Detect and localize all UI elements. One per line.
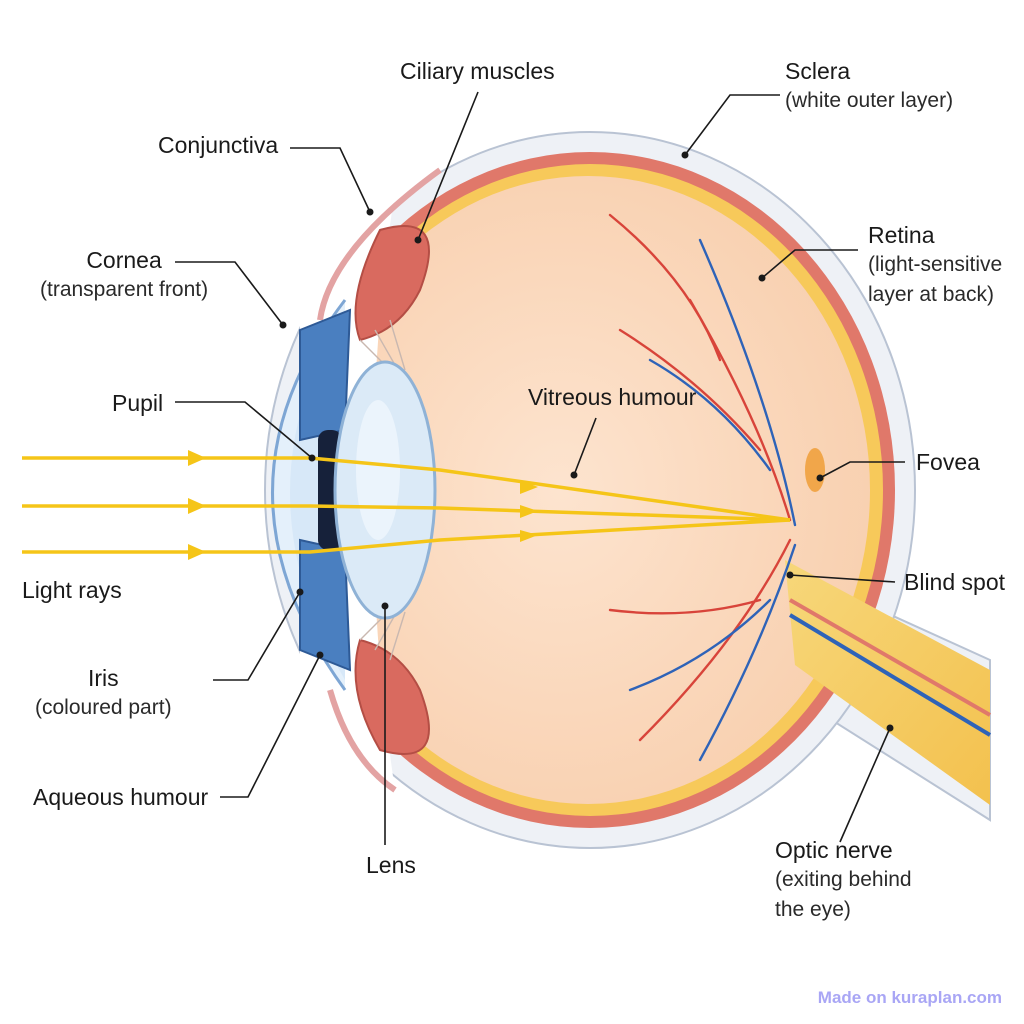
label-blind-spot: Blind spot xyxy=(904,567,1005,597)
label-optic-sub2: the eye) xyxy=(775,898,851,921)
label-optic-sub1: (exiting behind xyxy=(775,868,912,891)
label-pupil-title: Pupil xyxy=(112,390,164,416)
label-sclera: Sclera (white outer layer) xyxy=(785,56,953,116)
label-aqueous-title: Aqueous humour xyxy=(33,784,209,810)
light-ray-bottom xyxy=(22,518,791,554)
label-cornea-title: Cornea xyxy=(86,247,162,273)
label-blindspot-title: Blind spot xyxy=(904,569,1006,595)
label-lens-title: Lens xyxy=(366,852,416,878)
label-optic-nerve: Optic nerve (exiting behind the eye) xyxy=(775,835,912,925)
label-iris-title: Iris xyxy=(87,665,119,691)
retinal-artery xyxy=(608,213,792,742)
label-optic-title: Optic nerve xyxy=(775,837,893,863)
fovea-pit xyxy=(805,448,825,492)
label-aqueous-humour: Aqueous humour xyxy=(33,782,208,812)
light-ray-middle xyxy=(22,504,791,522)
label-retina-title: Retina xyxy=(868,222,935,248)
label-iris-sub: (coloured part) xyxy=(35,696,172,719)
label-retina-sub2: layer at back) xyxy=(868,283,995,306)
ciliary-body-bottom xyxy=(354,638,430,755)
label-iris: Iris (coloured part) xyxy=(35,663,172,723)
label-light-rays: Light rays xyxy=(22,575,122,605)
label-lens: Lens xyxy=(366,850,416,880)
label-ciliary-title: Ciliary muscles xyxy=(400,58,555,84)
label-retina-sub1: (light-sensitive xyxy=(868,253,1003,276)
label-cornea-sub: (transparent front) xyxy=(40,278,209,301)
conjunctiva-layer xyxy=(317,167,442,321)
label-vitreous-humour: Vitreous humour xyxy=(528,382,696,412)
label-fovea-title: Fovea xyxy=(916,449,980,475)
label-sclera-sub: (white outer layer) xyxy=(785,89,954,112)
label-conjunctiva: Conjunctiva xyxy=(158,130,278,160)
label-lightrays-title: Light rays xyxy=(22,577,122,603)
retinal-vein xyxy=(628,238,797,762)
label-ciliary-muscles: Ciliary muscles xyxy=(400,56,555,86)
label-vitreous-title: Vitreous humour xyxy=(528,384,697,410)
label-retina: Retina (light-sensitive layer at back) xyxy=(868,220,1002,310)
label-conjunctiva-title: Conjunctiva xyxy=(158,132,279,158)
label-fovea: Fovea xyxy=(916,447,980,477)
label-pupil: Pupil xyxy=(112,388,163,418)
light-ray-top xyxy=(22,456,791,522)
optic-nerve xyxy=(785,560,990,805)
label-sclera-title: Sclera xyxy=(785,58,851,84)
watermark-text: Made on kuraplan.com xyxy=(817,988,1002,1007)
ciliary-body-top xyxy=(354,225,430,342)
label-cornea: Cornea (transparent front) xyxy=(40,245,208,305)
